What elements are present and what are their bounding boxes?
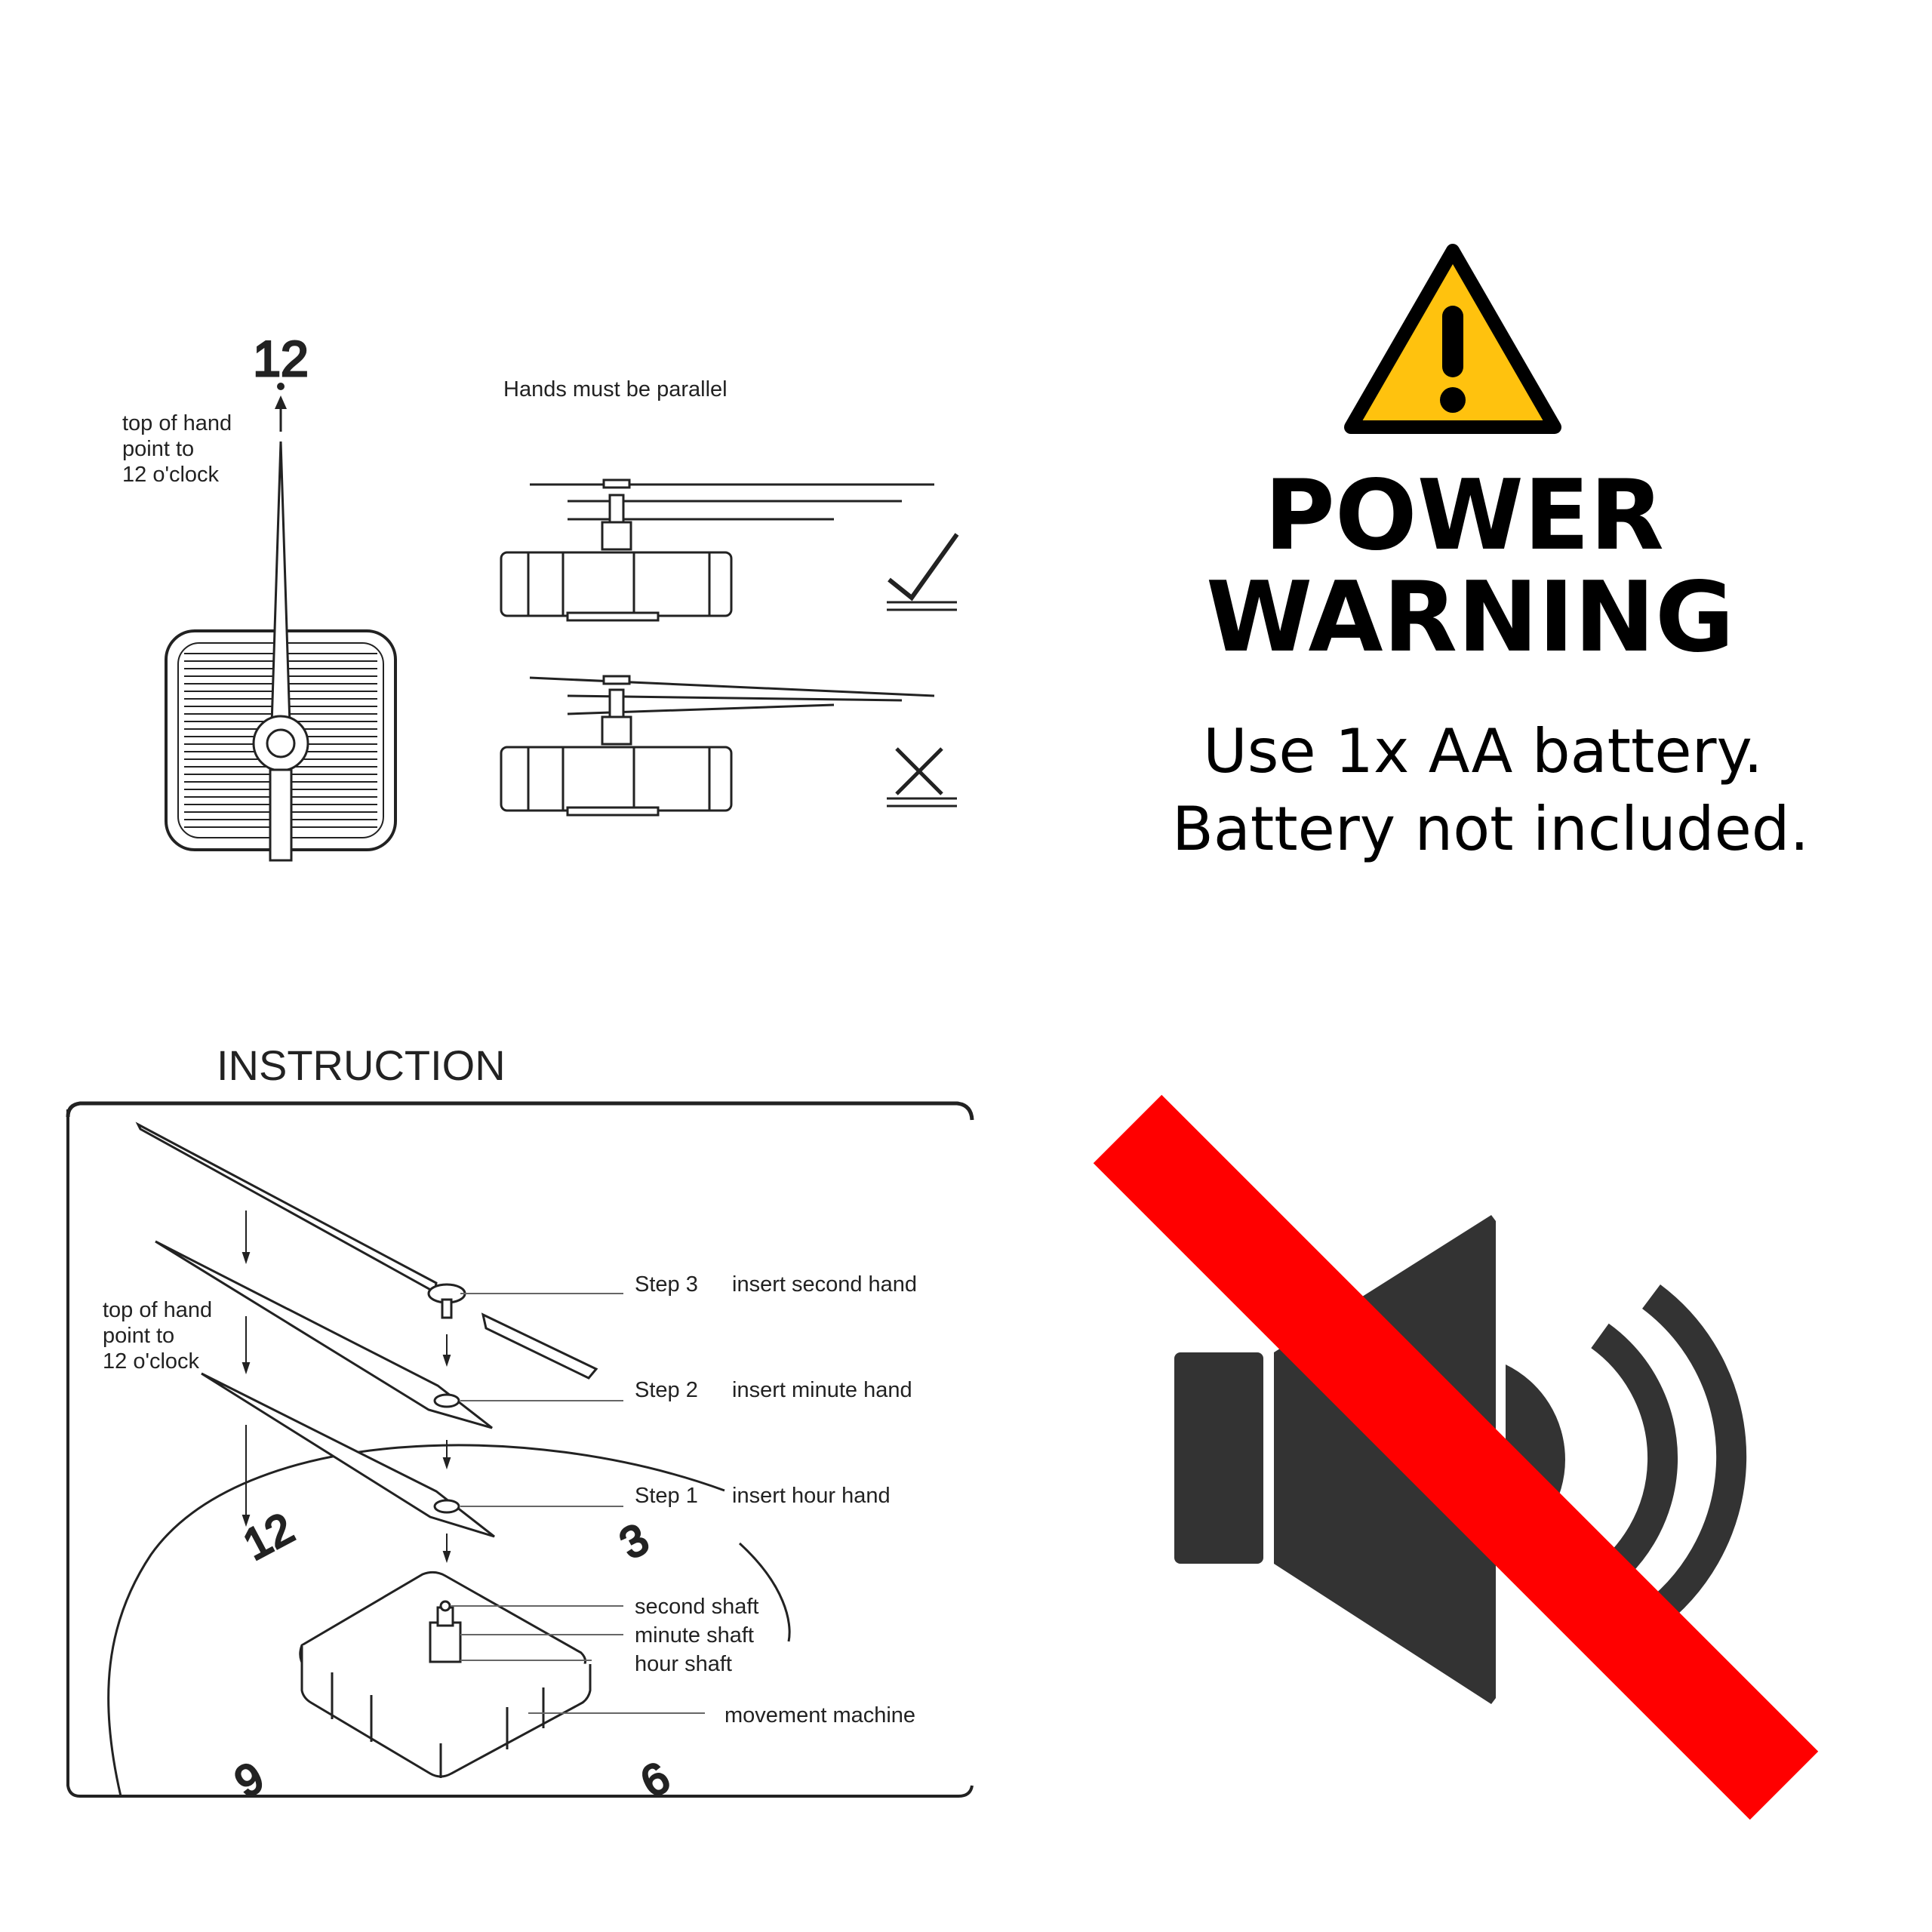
alignment-panel: 12 top of hand point to 12 o'clock Hands… <box>122 330 959 862</box>
minute-hand <box>155 1240 493 1429</box>
twelve-dot <box>277 383 285 390</box>
instruction-frame-sides <box>66 1109 974 1798</box>
cross-icon <box>895 747 943 795</box>
warning-panel: POWER WARNING Use 1x AA battery. Battery… <box>1172 244 1809 864</box>
dial-outline-right <box>738 1542 791 1642</box>
muted-speaker-icon <box>1093 1094 1819 1820</box>
leader-lines <box>451 1293 705 1714</box>
battery-text-line1: Use 1x AA battery. <box>1203 716 1763 786</box>
assembly-arrows <box>242 1211 451 1564</box>
hour-hand <box>201 1372 495 1538</box>
instruction-hand-note: top of hand point to 12 o'clock <box>103 1298 218 1374</box>
mute-slash <box>1093 1094 1819 1820</box>
battery-text-line2: Battery not included. <box>1172 794 1809 864</box>
dial-number-3: 3 <box>612 1514 657 1569</box>
parallel-title: Hands must be parallel <box>503 377 728 401</box>
minute-shaft-label: minute shaft <box>635 1623 754 1647</box>
movement-label: movement machine <box>724 1703 915 1727</box>
up-arrow-icon <box>275 395 287 409</box>
dial-number-6: 6 <box>633 1752 678 1807</box>
second-hand <box>135 1121 598 1380</box>
clock-hand <box>252 441 309 862</box>
hour-shaft-label: hour shaft <box>635 1652 732 1676</box>
instruction-panel: INSTRUCTION 12 3 9 6 <box>66 1041 974 1808</box>
dial-outline <box>107 1444 725 1797</box>
parallel-correct-diagram <box>500 478 934 622</box>
warning-title-line1: POWER <box>1264 460 1664 572</box>
warning-triangle-icon <box>1344 244 1561 434</box>
warning-title-line2: WARNING <box>1206 561 1734 674</box>
parallel-wrong-diagram <box>500 675 935 817</box>
instruction-title: INSTRUCTION <box>217 1041 506 1089</box>
dial-number-9: 9 <box>227 1752 272 1807</box>
instruction-frame <box>66 1101 974 1121</box>
sound-wave-3 <box>1636 1284 1747 1634</box>
sound-wave-2 <box>1585 1323 1678 1598</box>
speaker-body <box>1174 1352 1263 1564</box>
twelve-number: 12 <box>253 331 308 386</box>
second-shaft-label: second shaft <box>635 1595 758 1619</box>
clock-movement-3d <box>299 1571 592 1778</box>
hand-note: top of hand point to 12 o'clock <box>122 411 238 487</box>
check-icon <box>888 533 959 601</box>
